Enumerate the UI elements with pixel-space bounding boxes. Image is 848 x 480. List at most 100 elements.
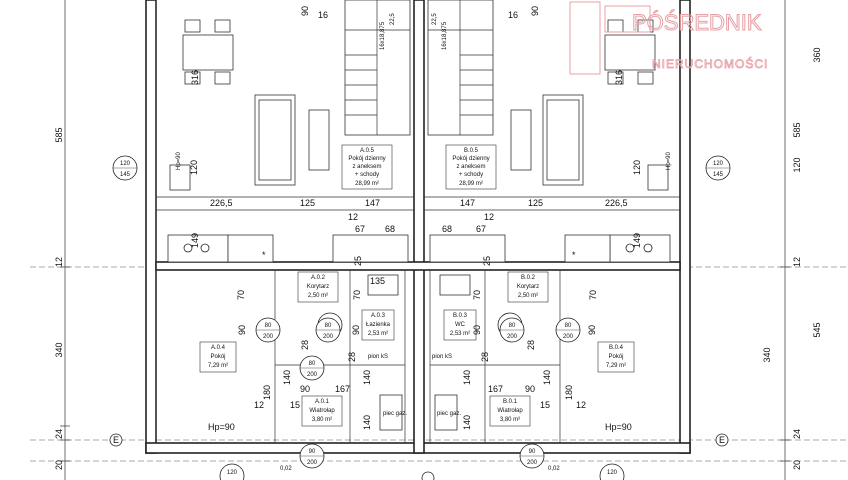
svg-text:+ schody: + schody: [459, 172, 483, 178]
svg-text:Łazienka: Łazienka: [366, 322, 391, 328]
svg-text:80: 80: [309, 361, 316, 367]
svg-text:2,50 m²: 2,50 m²: [518, 293, 538, 299]
svg-text:15: 15: [290, 400, 300, 410]
svg-text:90: 90: [309, 449, 316, 455]
svg-text:pion kS: pion kS: [432, 354, 452, 360]
svg-text:200: 200: [263, 334, 274, 340]
svg-text:28,99 m²: 28,99 m²: [355, 181, 379, 187]
svg-text:70: 70: [236, 290, 246, 300]
svg-text:2,53 m²: 2,53 m²: [450, 331, 470, 337]
svg-text:Wiatrołap: Wiatrołap: [309, 408, 335, 414]
svg-text:Pokój dzienny: Pokój dzienny: [452, 156, 489, 162]
svg-text:Hp=90: Hp=90: [176, 151, 182, 170]
stair-spec-left: 16x18,875: [380, 21, 386, 50]
svg-text:167: 167: [488, 384, 503, 394]
svg-text:70: 70: [588, 290, 598, 300]
dim-24-left: 24: [54, 429, 64, 439]
svg-text:90: 90: [525, 384, 535, 394]
grid-e-right: E: [719, 435, 725, 445]
svg-text:12: 12: [484, 212, 494, 222]
svg-text:140: 140: [362, 415, 372, 430]
svg-text:140: 140: [362, 370, 372, 385]
svg-text:67: 67: [355, 224, 365, 234]
room-label-b05: B.0.5 Pokój dzienny z aneksem + schody 2…: [445, 144, 497, 190]
svg-text:180: 180: [564, 385, 574, 400]
dim-12-right: 12: [792, 257, 802, 267]
svg-text:B.0.5: B.0.5: [464, 148, 479, 154]
svg-text:120: 120: [189, 160, 199, 175]
svg-text:200: 200: [307, 372, 318, 378]
svg-text:67: 67: [476, 224, 486, 234]
boiler-left: piec gaz.: [383, 411, 407, 417]
plan-dimensions: 90 16 90 16 316 316 120 120 Hp=90 Hp=90 …: [156, 6, 680, 472]
grid-markers: E E: [109, 433, 729, 480]
svg-text:120: 120: [713, 161, 724, 167]
svg-text:120: 120: [607, 470, 618, 476]
svg-text:B.0.4: B.0.4: [609, 345, 624, 351]
svg-text:120: 120: [120, 161, 131, 167]
svg-text:200: 200: [563, 334, 574, 340]
svg-text:12: 12: [576, 400, 586, 410]
svg-text:200: 200: [307, 460, 318, 466]
room-labels: A.0.5 Pokój dzienny z aneksem + schody 2…: [199, 144, 635, 427]
svg-text:A.0.5: A.0.5: [360, 148, 375, 154]
star-mark-right: *: [572, 250, 576, 260]
dim-585-right: 585: [792, 122, 802, 137]
svg-text:90: 90: [300, 6, 310, 16]
svg-text:z aneksem: z aneksem: [456, 164, 485, 170]
svg-text:3,80 m²: 3,80 m²: [312, 417, 332, 423]
dim-545-right: 545: [812, 322, 822, 337]
svg-text:147: 147: [365, 198, 380, 208]
svg-text:7,29 m²: 7,29 m²: [606, 363, 626, 369]
svg-text:125: 125: [300, 198, 315, 208]
svg-text:149: 149: [190, 233, 200, 248]
svg-text:120: 120: [227, 470, 238, 476]
svg-text:167: 167: [335, 384, 350, 394]
svg-text:A.0.2: A.0.2: [311, 275, 326, 281]
dim-585-left: 585: [54, 127, 64, 142]
svg-text:2,53 m²: 2,53 m²: [368, 331, 388, 337]
svg-text:28: 28: [347, 352, 357, 362]
svg-text:145: 145: [713, 172, 724, 178]
stairs-right: 16x18,875 22,5: [427, 0, 494, 136]
svg-text:12: 12: [348, 212, 358, 222]
svg-text:28: 28: [480, 352, 490, 362]
star-mark-left: *: [262, 250, 266, 260]
stair-spec-right-2: 22,5: [432, 13, 438, 25]
door-markers: 80 200 80 200 80 200 80 200 80 200 90 20…: [112, 155, 731, 480]
svg-text:Hp=90: Hp=90: [208, 422, 235, 432]
dim-12-left: 12: [54, 257, 64, 267]
svg-text:28: 28: [300, 340, 310, 350]
svg-text:pion kS: pion kS: [368, 354, 388, 360]
dim-340-left: 340: [54, 342, 64, 357]
svg-text:25: 25: [482, 256, 492, 266]
room-label-b03: B.0.3 WC 2,53 m²: [443, 309, 477, 341]
dim-20-right: 20: [792, 460, 802, 470]
svg-text:80: 80: [509, 323, 516, 329]
svg-text:140: 140: [282, 370, 292, 385]
svg-text:Hp=90: Hp=90: [666, 151, 672, 170]
svg-text:70: 70: [352, 290, 362, 300]
svg-text:90: 90: [529, 449, 536, 455]
boiler-right: piec gaz.: [437, 411, 461, 417]
svg-text:135: 135: [370, 276, 385, 286]
furniture-left: * piec gaz.: [167, 19, 409, 431]
room-label-a05: A.0.5 Pokój dzienny z aneksem + schody 2…: [341, 144, 393, 190]
svg-text:120: 120: [632, 160, 642, 175]
svg-text:0,02: 0,02: [280, 466, 292, 472]
room-label-b01: B.0.1 Wiatrołap 3,80 m²: [489, 395, 531, 427]
stairs-left: 16x18,875 22,5: [344, 0, 411, 136]
svg-text:80: 80: [565, 323, 572, 329]
svg-text:16: 16: [508, 10, 518, 20]
svg-text:68: 68: [385, 224, 395, 234]
room-label-a03: A.0.3 Łazienka 2,53 m²: [361, 309, 395, 341]
watermark-logo: PÓŚREDNIK NIERUCHOMOŚCI: [569, 1, 768, 75]
svg-text:16: 16: [318, 10, 328, 20]
left-dimension-chain: 585 12 340 24 20: [54, 0, 70, 480]
svg-text:A.0.3: A.0.3: [371, 313, 386, 319]
svg-text:90: 90: [351, 325, 361, 335]
svg-text:125: 125: [528, 198, 543, 208]
svg-text:0,02: 0,02: [548, 466, 560, 472]
svg-text:140: 140: [542, 370, 552, 385]
